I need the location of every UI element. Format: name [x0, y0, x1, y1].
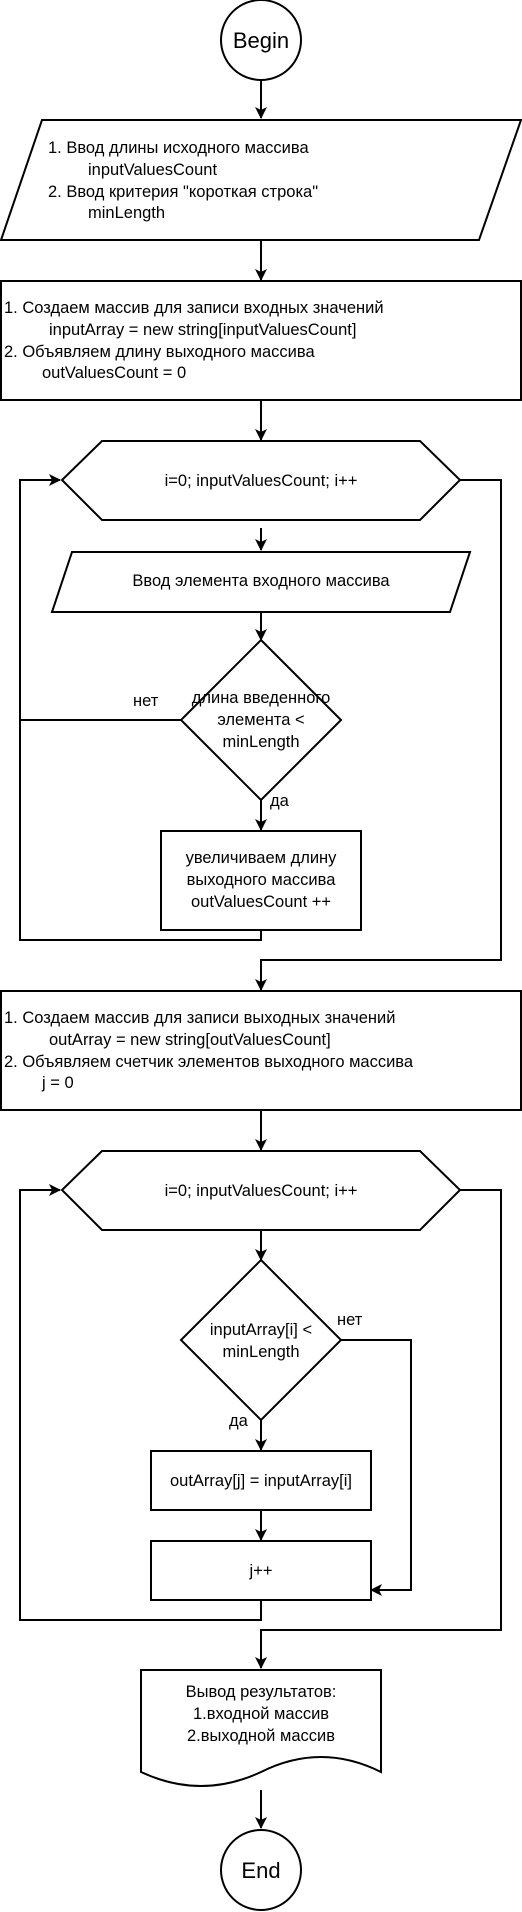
process-block-3: 1. Создаем массив для записи выходных зн… — [0, 990, 522, 1111]
end-terminator: End — [220, 1829, 302, 1911]
process2-line1: увеличиваем длину — [186, 849, 338, 867]
input2-label: Ввод элемента входного массива — [132, 572, 390, 590]
process2-rect — [160, 830, 362, 931]
process1-line1: 1. Создаем массив для записи входных зна… — [4, 299, 384, 317]
process1-line4: outValuesCount = 0 — [42, 364, 186, 382]
arrow-loop2-exit — [255, 1189, 502, 1669]
process3-line4: j = 0 — [41, 1074, 74, 1092]
input-block-2: Ввод элемента входного массива — [50, 551, 472, 613]
input1-line2: inputValuesCount — [88, 161, 217, 179]
loop2-hexagon — [60, 1150, 462, 1231]
loop1-label: i=0; inputValuesCount; i++ — [165, 472, 358, 490]
process-block-5: j++ — [150, 1540, 372, 1601]
begin-terminator: Begin — [220, 0, 302, 81]
process4-label: outArray[j] = inputArray[i] — [170, 1472, 352, 1490]
decision1-line1: длина введенного — [192, 689, 331, 707]
process2-line2: выходного массива — [187, 871, 337, 889]
output-line2: 1.входной массив — [193, 1705, 329, 1723]
decision1-diamond — [179, 638, 343, 802]
output-line1: Вывод результатов: — [186, 1683, 337, 1701]
process3-line3: 2. Объявляем счетчик элементов выходного… — [4, 1053, 414, 1071]
process-block-1: 1. Создаем массив для записи входных зна… — [0, 280, 522, 401]
process2-line3: outValuesCount ++ — [191, 893, 331, 911]
output-document-shape — [140, 1669, 382, 1787]
process4-rect — [150, 1450, 372, 1511]
arrow-decision2-no — [341, 1339, 412, 1596]
loop-block-1: i=0; inputValuesCount; i++ — [60, 440, 462, 521]
decision1-no-label: нет — [133, 692, 159, 710]
decision2-yes-label: да — [229, 1412, 249, 1430]
decision-block-2: inputArray[i] < minLength нет да — [179, 1258, 363, 1430]
loop-block-2: i=0; inputValuesCount; i++ — [60, 1150, 462, 1231]
decision2-line2: minLength — [222, 1343, 299, 1361]
process3-line2: outArray = new string[outValuesCount] — [49, 1031, 331, 1049]
input-parallelogram-1 — [0, 119, 522, 241]
process-block-2: увеличиваем длину выходного массива outV… — [160, 830, 362, 931]
input1-line4: minLength — [88, 204, 165, 222]
process1-rect — [0, 280, 522, 401]
process1-line2: inputArray = new string[inputValuesCount… — [49, 321, 356, 339]
decision2-diamond — [179, 1258, 343, 1422]
output-document: Вывод результатов: 1.входной массив 2.вы… — [140, 1669, 382, 1787]
output-line3: 2.выходной массив — [187, 1727, 335, 1745]
arrow-decision1-no-loopback — [19, 474, 181, 721]
end-circle — [220, 1829, 302, 1911]
process3-rect — [0, 990, 522, 1111]
arrow-process5-loopback — [19, 1184, 262, 1621]
loop1-hexagon — [60, 440, 462, 521]
input1-line1: 1. Ввод длины исходного массива — [48, 139, 309, 157]
process1-line3: 2. Объявляем длину выходного массива — [4, 343, 315, 361]
process3-line1: 1. Создаем массив для записи выходных зн… — [4, 1009, 395, 1027]
begin-label: Begin — [233, 28, 289, 53]
arrow-process2-loopback — [19, 720, 262, 941]
process5-rect — [150, 1540, 372, 1601]
decision1-line3: minLength — [222, 733, 299, 751]
decision2-line1: inputArray[i] < — [210, 1321, 312, 1339]
process-block-4: outArray[j] = inputArray[i] — [150, 1450, 372, 1511]
begin-circle — [220, 0, 302, 81]
decision2-no-label: нет — [337, 1311, 363, 1329]
decision1-line2: элемента < — [217, 711, 304, 729]
input1-line3: 2. Ввод критерия "короткая строка" — [48, 183, 318, 201]
loop2-label: i=0; inputValuesCount; i++ — [165, 1182, 358, 1200]
process5-label: j++ — [249, 1562, 273, 1580]
connectors — [19, 80, 502, 1829]
end-label: End — [241, 1858, 280, 1883]
input-parallelogram-2 — [50, 551, 472, 613]
arrow-loop1-exit — [255, 479, 502, 991]
decision1-yes-label: да — [270, 792, 290, 810]
decision-block-1: длина введенного элемента < minLength не… — [133, 638, 343, 810]
input-block-1: 1. Ввод длины исходного массива inputVal… — [0, 119, 522, 241]
